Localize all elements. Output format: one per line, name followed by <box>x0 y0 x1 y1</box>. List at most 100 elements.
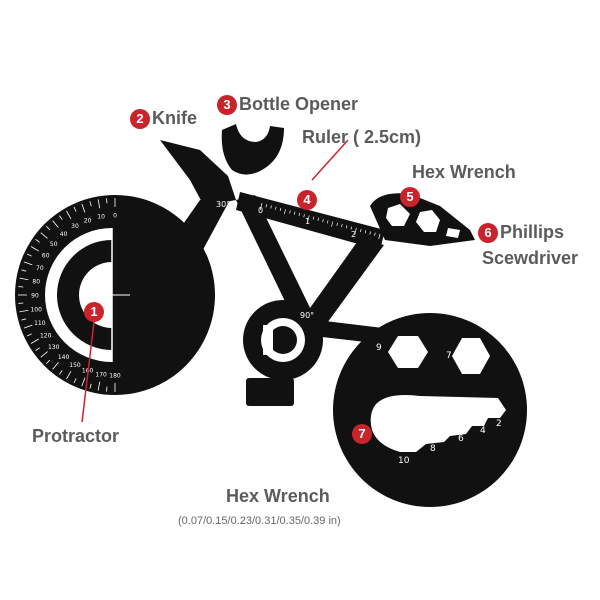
label-hex-wrench-top: Hex Wrench <box>412 162 516 182</box>
protractor-tick <box>89 201 92 207</box>
badge-2: 2 <box>130 109 150 130</box>
badge-4: 4 <box>297 190 317 210</box>
ruler-tick <box>270 205 272 209</box>
protractor-number: 10 <box>97 214 105 221</box>
protractor-number: 150 <box>69 362 81 369</box>
badge-3: 3 <box>217 95 237 116</box>
angle-60-mark: 60° <box>376 255 390 264</box>
protractor-number: 30 <box>71 223 79 230</box>
ruler-tick <box>265 204 268 208</box>
ruler-tick <box>364 230 367 234</box>
protractor-tick <box>30 246 39 252</box>
protractor-tick <box>52 362 59 370</box>
protractor-tick <box>26 333 32 337</box>
ruler-tick <box>279 207 282 212</box>
protractor-tick <box>73 378 77 384</box>
badge-5: 5 <box>400 187 420 207</box>
ruler-tick <box>307 215 310 223</box>
protractor-number: 60 <box>42 253 50 260</box>
protractor-number: 120 <box>40 333 52 340</box>
protractor-tick <box>40 351 48 358</box>
ruler-tick <box>369 231 371 235</box>
protractor-number: 180 <box>109 373 121 380</box>
protractor-tick <box>66 210 72 219</box>
ruler-pointer <box>311 139 349 181</box>
protractor-tick <box>23 324 33 329</box>
hex-key-size-6: 6 <box>458 434 464 444</box>
protractor-number: 160 <box>82 368 94 375</box>
protractor-number: 20 <box>84 217 92 224</box>
protractor-tick <box>52 220 59 228</box>
ruler-tick <box>289 210 291 214</box>
label-bottle-opener-text: Bottle Opener <box>239 94 359 114</box>
protractor-tick <box>23 261 33 266</box>
ruler-tick <box>345 225 348 229</box>
protractor-tick <box>46 226 51 231</box>
label-ruler: Ruler ( 2.5cm) <box>302 127 422 147</box>
label-hex-wrench-bottom: Hex Wrench <box>226 486 330 506</box>
label-hex-wrench-sizes: (0.07/0.15/0.23/0.31/0.35/0.39 in) <box>178 515 341 527</box>
protractor-tick <box>35 239 40 243</box>
protractor-tick <box>46 359 51 364</box>
ruler-ticks <box>259 202 381 240</box>
ruler-tick <box>322 219 324 223</box>
protractor-number: 130 <box>48 344 60 351</box>
badge-7: 7 <box>352 424 372 444</box>
ruler-tick <box>284 209 286 215</box>
protractor-tick <box>21 318 27 321</box>
ruler-tick <box>354 227 357 235</box>
ruler-mark-2: 2 <box>351 230 356 239</box>
protractor-tick <box>66 371 72 380</box>
protractor-number: 110 <box>34 320 46 327</box>
protractor-number: 100 <box>30 306 42 313</box>
protractor-ticks <box>18 198 116 392</box>
protractor-number: 90 <box>31 293 39 300</box>
protractor-tick <box>40 232 48 239</box>
protractor-tick <box>19 309 29 313</box>
protractor-tick <box>59 215 63 220</box>
ruler-tick <box>350 226 353 230</box>
hex-key-size-10: 10 <box>398 456 410 466</box>
hex-hole-9 <box>388 336 428 368</box>
protractor-number: 140 <box>58 354 70 361</box>
protractor-number: 0 <box>113 213 117 220</box>
ruler-tick <box>298 212 301 217</box>
ruler-tick <box>336 222 338 226</box>
hex-size-7: 7 <box>446 351 452 361</box>
ruler-tick <box>341 223 343 228</box>
protractor-tick <box>21 269 27 272</box>
ruler-mark-0: 0 <box>258 206 263 215</box>
badge-6: 6 <box>478 223 498 244</box>
ruler-tick <box>275 206 277 210</box>
protractor-tick <box>73 206 77 212</box>
hex-key-cutout <box>370 395 506 452</box>
ruler-mark-1: 1 <box>305 217 310 226</box>
hex-key-size-4: 4 <box>480 426 486 436</box>
protractor-tick <box>81 203 86 213</box>
angle-90-mark: 90° <box>300 311 314 320</box>
protractor-tick <box>59 370 63 375</box>
protractor-tick <box>97 199 101 209</box>
label-phillips-line1: Phillips <box>500 222 565 242</box>
protractor-number: 80 <box>32 279 40 286</box>
protractor-number: 40 <box>60 231 68 238</box>
ruler-tick <box>360 228 362 233</box>
label-knife-text: Knife <box>152 108 197 128</box>
protractor-tick <box>19 277 29 281</box>
label-protractor: Protractor <box>32 426 120 446</box>
protractor-numbers: 0102030405060708090100110120130140150160… <box>30 213 120 380</box>
ruler-tick <box>259 202 263 211</box>
protractor-number: 50 <box>50 241 58 248</box>
angle-30-mark: 30° <box>216 200 230 209</box>
protractor-number: 170 <box>95 371 107 378</box>
protractor-tick <box>97 381 101 391</box>
ruler-tick <box>378 233 381 240</box>
protractor-tick <box>35 347 40 351</box>
protractor-tick <box>26 253 32 257</box>
ruler-tick <box>331 221 334 227</box>
